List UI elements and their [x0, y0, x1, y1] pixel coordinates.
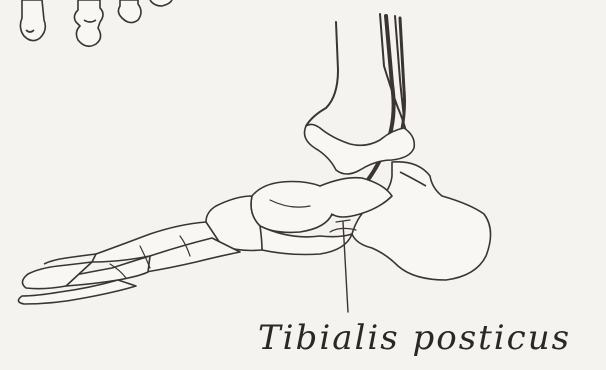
toe-bones-fragment — [20, 0, 172, 46]
metatarsal-phalanx-bones — [18, 222, 240, 304]
calcaneus-bone — [352, 162, 491, 280]
muscle-label: Tibialis posticus — [258, 318, 571, 358]
leader-line — [336, 220, 350, 312]
